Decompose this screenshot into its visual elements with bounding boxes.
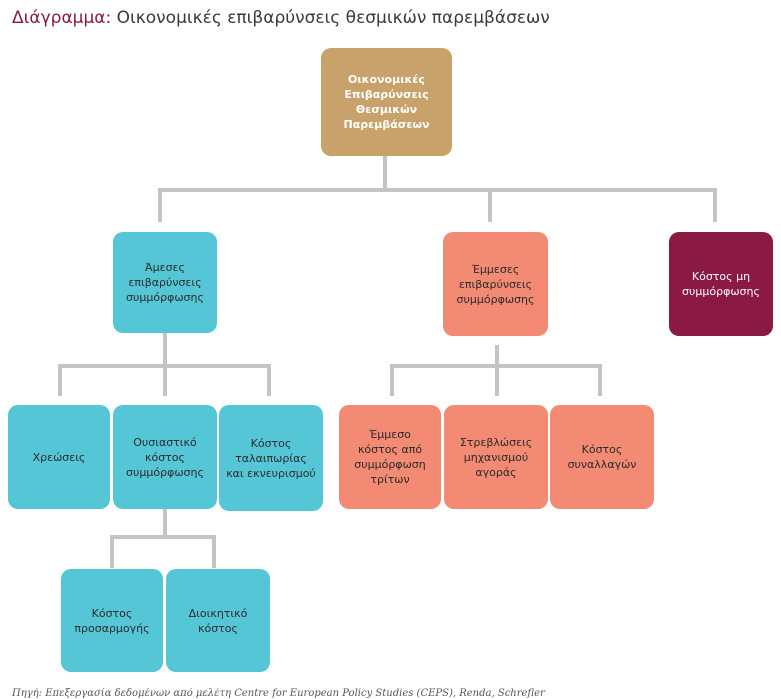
node-adjustment-cost: Κόστος προσαρμογής: [61, 569, 163, 672]
node-root: Οικονομικές Επιβαρύνσεις Θεσμικών Παρεμβ…: [321, 48, 452, 156]
node-market-distortions: Στρεβλώσεις μηχανισμού αγοράς: [444, 405, 548, 509]
node-transaction-cost: Κόστος συναλλαγών: [550, 405, 654, 509]
diagram-title-text: Οικονομικές επιβαρύνσεις θεσμικών παρεμβ…: [116, 8, 550, 28]
diagram-title: Διάγραμμα: Οικονομικές επιβαρύνσεις θεσμ…: [12, 8, 550, 28]
node-third-party-compliance-cost: Έμμεσο κόστος από συμμόρφωση τρίτων: [339, 405, 441, 509]
diagram-title-prefix: Διάγραμμα:: [12, 8, 112, 28]
node-substantive-compliance-cost: Ουσιαστικό κόστος συμμόρφωσης: [113, 405, 217, 509]
node-direct-burdens: Άμεσες επιβαρύνσεις συμμόρφωσης: [113, 232, 217, 333]
node-fees: Χρεώσεις: [8, 405, 110, 509]
node-non-compliance-cost: Κόστος μη συμμόρφωσης: [669, 232, 773, 336]
source-note: Πηγή: Επεξεργασία δεδομένων από μελέτη C…: [12, 688, 545, 699]
node-hassle-cost: Κόστος ταλαιπωρίας και εκνευρισμού: [219, 405, 323, 511]
node-indirect-burdens: Έμμεσες επιβαρύνσεις συμμόρφωσης: [443, 232, 548, 336]
node-administrative-cost: Διοικητικό κόστος: [166, 569, 270, 672]
